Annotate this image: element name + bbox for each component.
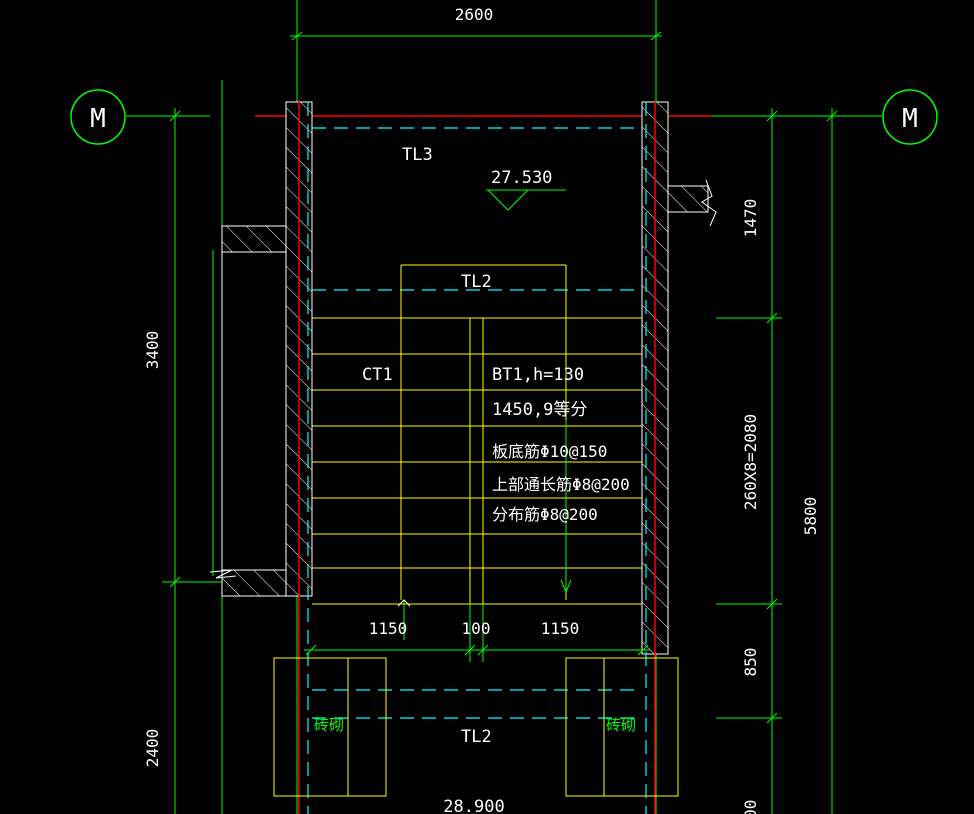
dim-right-850: 850 — [741, 648, 760, 677]
right-dimensions — [716, 108, 838, 814]
axis-label-right: M — [902, 104, 918, 134]
dim-right-stairs: 260X8=2080 — [741, 414, 760, 510]
wall-axis-lines — [298, 100, 656, 814]
label-division: 1450,9等分 — [492, 400, 587, 420]
label-elev-bottom: 28.900 — [443, 797, 504, 814]
stair-flight — [312, 264, 642, 605]
label-top-rebar: 上部通长筋Φ8@200 — [492, 475, 630, 494]
stair-direction-arrow — [560, 420, 572, 594]
dim-right-total: 5800 — [801, 497, 820, 536]
label-tl2-lower: TL2 — [461, 727, 492, 747]
left-wall-stub — [209, 225, 287, 597]
bottom-dimension — [304, 599, 650, 662]
left-dimensions — [162, 80, 223, 814]
dim-bottom-left: 1150 — [369, 619, 408, 638]
axis-m — [70, 89, 938, 145]
dim-top-width: 2600 — [455, 5, 494, 24]
top-dimension — [290, 0, 662, 814]
dim-bottom-gap: 100 — [462, 619, 491, 638]
axis-bubble-right — [882, 89, 938, 145]
dim-right-1470: 1470 — [741, 199, 760, 238]
label-masonry-left: 砖砌 — [314, 716, 344, 734]
axis-label-left: M — [90, 104, 106, 134]
dim-left-upper: 3400 — [143, 331, 162, 370]
label-bt1: BT1,h=130 — [492, 365, 584, 385]
dim-right-bottom: 300 — [741, 800, 760, 814]
beam-lines — [307, 102, 647, 814]
masonry-piers — [273, 657, 679, 797]
elevation-mark-top — [486, 189, 566, 211]
label-ct1: CT1 — [362, 365, 393, 385]
label-dist-rebar: 分布筋Φ8@200 — [492, 505, 598, 524]
axis-bubble-left — [70, 89, 126, 145]
dim-bottom-right: 1150 — [541, 619, 580, 638]
label-masonry-right: 砖砌 — [606, 716, 636, 734]
label-tl3: TL3 — [402, 145, 433, 165]
label-tl2-upper: TL2 — [461, 272, 492, 292]
dim-left-lower: 2400 — [143, 729, 162, 768]
label-bottom-rebar: 板底筋Φ10@150 — [492, 442, 607, 461]
label-elev-top: 27.530 — [491, 168, 552, 188]
